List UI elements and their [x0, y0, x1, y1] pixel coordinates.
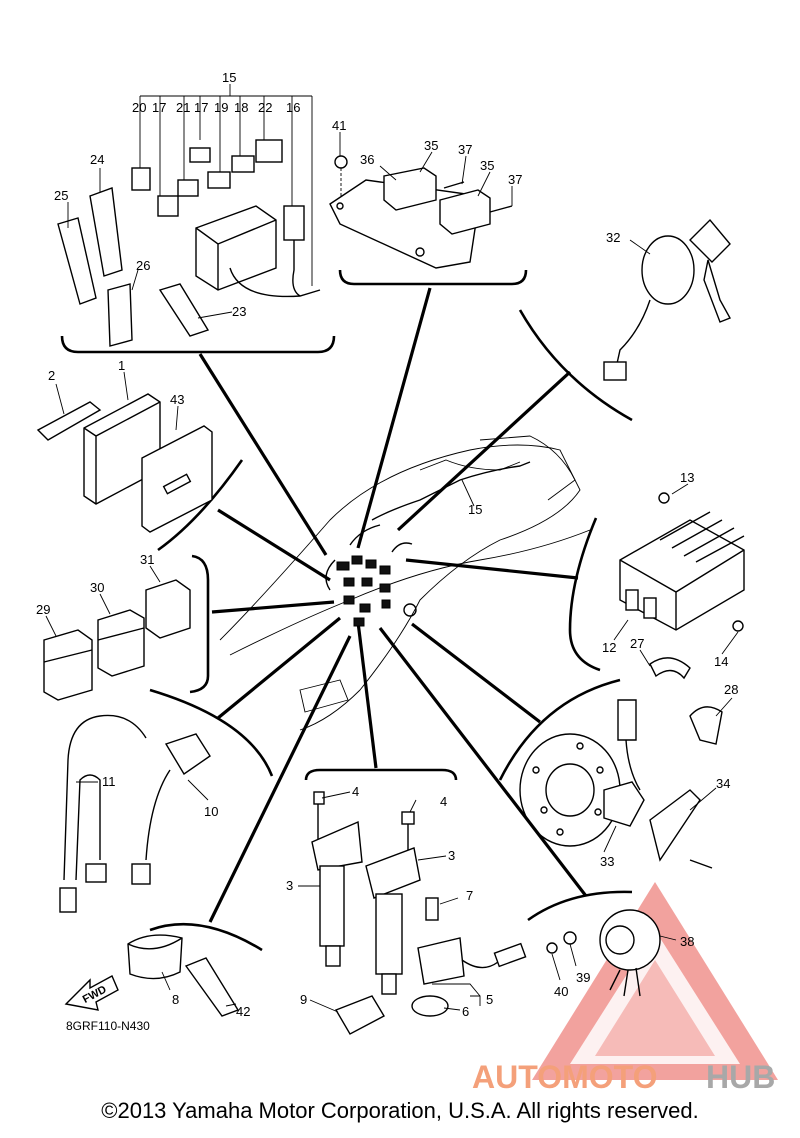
fuse-box-group — [57, 95, 321, 347]
part-label-9: 9 — [300, 992, 307, 1007]
crank-sensor-group — [519, 699, 713, 869]
fwd-arrow-icon: FWD — [64, 975, 119, 1011]
part-label-32: 32 — [606, 230, 620, 245]
part-label-27: 27 — [630, 636, 644, 651]
part-label-20: 20 — [132, 100, 146, 115]
rectifier-regulator-group — [619, 492, 745, 745]
part-label-7: 7 — [466, 888, 473, 903]
part-label-39: 39 — [576, 970, 590, 985]
part-label-3b: 3 — [448, 848, 455, 863]
watermark-text-automoto: AUTOMOTO — [472, 1059, 657, 1095]
part-label-13: 13 — [680, 470, 694, 485]
part-label-40: 40 — [554, 984, 568, 999]
part-label-42: 42 — [236, 1004, 250, 1019]
part-label-35b: 35 — [480, 158, 494, 173]
part-label-16: 16 — [286, 100, 300, 115]
part-label-12: 12 — [602, 640, 616, 655]
part-label-36: 36 — [360, 152, 374, 167]
part-label-8: 8 — [172, 992, 179, 1007]
spoke-lines — [198, 287, 588, 923]
harness-sub-lead-group — [59, 714, 211, 913]
part-label-10: 10 — [204, 804, 218, 819]
part-label-37b: 37 — [508, 172, 522, 187]
part-label-5: 5 — [486, 992, 493, 1007]
watermark-text-hub: HUB — [706, 1059, 775, 1095]
sensors-bottom-group — [127, 897, 661, 1035]
part-label-28: 28 — [724, 682, 738, 697]
part-labels: 15 20 17 21 17 19 18 22 16 24 25 26 23 4… — [36, 70, 738, 1033]
part-label-4b: 4 — [440, 794, 447, 809]
part-label-3: 3 — [286, 878, 293, 893]
part-label-41: 41 — [332, 118, 346, 133]
part-label-43: 43 — [170, 392, 184, 407]
watermark-logo: AUTOMOTO HUB — [472, 882, 778, 1095]
part-label-19: 19 — [214, 100, 228, 115]
copyright-notice: ©2013 Yamaha Motor Corporation, U.S.A. A… — [101, 1098, 699, 1123]
part-label-17: 17 — [152, 100, 166, 115]
part-label-33: 33 — [600, 854, 614, 869]
ecu-group — [36, 393, 213, 533]
part-label-26: 26 — [136, 258, 150, 273]
part-label-17b: 17 — [194, 100, 208, 115]
part-label-22: 22 — [258, 100, 272, 115]
part-label-4: 4 — [352, 784, 359, 799]
group-brackets — [60, 269, 633, 952]
part-label-29: 29 — [36, 602, 50, 617]
part-label-23: 23 — [232, 304, 246, 319]
part-label-14: 14 — [714, 654, 728, 669]
part-label-11: 11 — [102, 774, 116, 789]
part-label-31: 31 — [140, 552, 154, 567]
part-label-2: 2 — [48, 368, 55, 383]
part-label-24: 24 — [90, 152, 104, 167]
relays-group — [43, 579, 191, 701]
central-wire-harness — [219, 435, 591, 731]
ignition-coils-group — [311, 791, 421, 995]
relay-bracket-group — [329, 155, 513, 269]
part-label-25: 25 — [54, 188, 68, 203]
leader-lines — [45, 84, 739, 1013]
part-label-21: 21 — [176, 100, 190, 115]
part-label-34: 34 — [716, 776, 730, 791]
part-label-37: 37 — [458, 142, 472, 157]
part-label-15: 15 — [222, 70, 236, 85]
main-switch-group — [603, 218, 731, 381]
part-label-15b: 15 — [468, 502, 482, 517]
part-label-35: 35 — [424, 138, 438, 153]
part-label-6: 6 — [462, 1004, 469, 1019]
part-label-30: 30 — [90, 580, 104, 595]
part-label-18: 18 — [234, 100, 248, 115]
part-label-1: 1 — [118, 358, 125, 373]
drawing-code: 8GRF110-N430 — [66, 1019, 150, 1033]
part-label-38: 38 — [680, 934, 694, 949]
